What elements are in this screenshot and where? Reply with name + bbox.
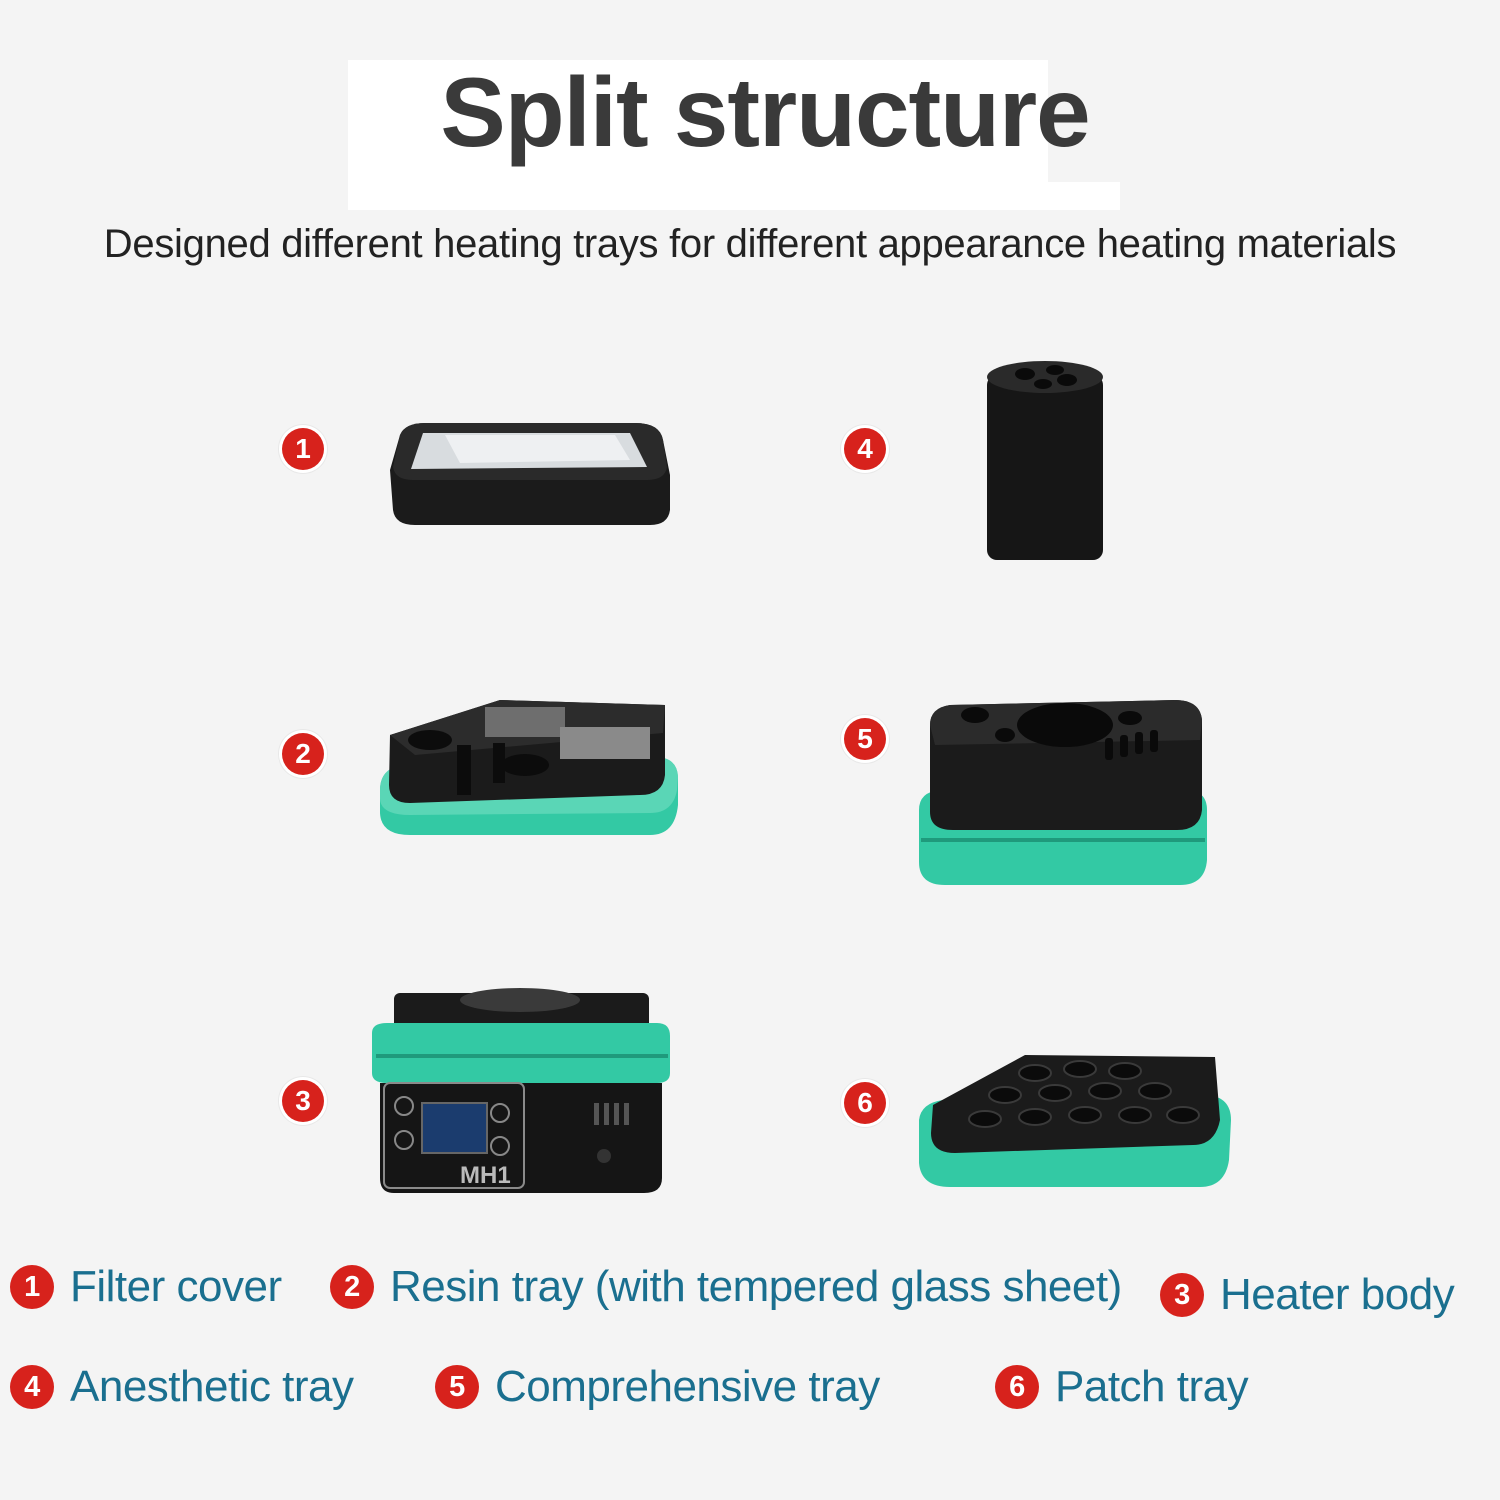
comprehensive-tray-image <box>919 700 1207 885</box>
page-subtitle: Designed different heating trays for dif… <box>103 222 1397 266</box>
legend-badge-6: 6 <box>995 1365 1039 1409</box>
badge-6: 6 <box>844 1082 886 1124</box>
legend-item-4: 4 Anesthetic tray <box>10 1362 354 1412</box>
badge-1: 1 <box>282 428 324 470</box>
badge-5: 5 <box>844 718 886 760</box>
legend-badge-2: 2 <box>330 1265 374 1309</box>
legend-badge-5: 5 <box>435 1365 479 1409</box>
device-label: MH1 <box>460 1162 511 1189</box>
legend-label-5: Comprehensive tray <box>495 1362 880 1411</box>
legend-label-1: Filter cover <box>70 1262 282 1311</box>
anesthetic-tray-image <box>987 361 1103 560</box>
page-title: Split structure <box>440 57 1090 167</box>
legend-item-3: 3 Heater body <box>1160 1270 1455 1320</box>
badge-2: 2 <box>282 733 324 775</box>
legend-item-1: 1 Filter cover <box>10 1262 282 1312</box>
badge-3: 3 <box>282 1080 324 1122</box>
badge-4: 4 <box>844 428 886 470</box>
patch-tray-image <box>919 1055 1231 1187</box>
heater-body-image: MH1 <box>372 988 670 1193</box>
title-background <box>348 60 1120 210</box>
legend-item-5: 5 Comprehensive tray <box>435 1362 880 1412</box>
resin-tray-image <box>380 700 678 835</box>
legend-label-6: Patch tray <box>1055 1362 1249 1411</box>
legend-badge-4: 4 <box>10 1365 54 1409</box>
legend-item-2: 2 Resin tray (with tempered glass sheet) <box>330 1262 1122 1312</box>
legend-item-6: 6 Patch tray <box>995 1362 1249 1412</box>
legend-label-2: Resin tray (with tempered glass sheet) <box>390 1262 1122 1311</box>
legend-badge-1: 1 <box>10 1265 54 1309</box>
legend-label-4: Anesthetic tray <box>70 1362 354 1411</box>
legend-badge-3: 3 <box>1160 1273 1204 1317</box>
filter-cover-image <box>390 423 670 525</box>
legend-label-3: Heater body <box>1220 1270 1455 1319</box>
